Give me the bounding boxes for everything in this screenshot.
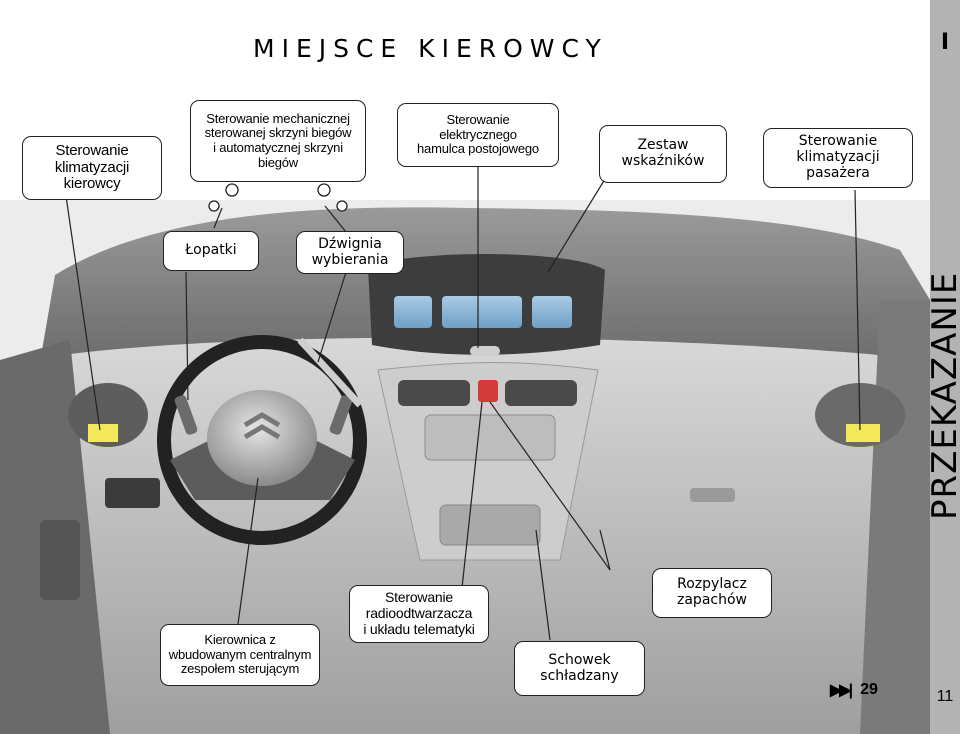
storage-lid — [439, 504, 541, 546]
label-gearbox: Sterowanie mechanicznej sterowanej skrzy… — [190, 100, 366, 182]
center-vent-left — [398, 380, 470, 406]
display-center — [442, 296, 522, 328]
bubble-dot — [317, 183, 331, 197]
display-right — [532, 296, 572, 328]
center-vent-right — [505, 380, 577, 406]
section-name: PRZEKAZANIE — [925, 272, 960, 520]
radio-panel — [424, 414, 556, 461]
label-paddles: Łopatki — [163, 231, 259, 271]
leader-fragrance-a — [489, 401, 611, 571]
label-steering-wheel: Kierownica z wbudowanym centralnym zespo… — [160, 624, 320, 686]
reference-page: 29 — [860, 681, 878, 698]
page-reference[interactable]: ▶▶| 29 — [830, 680, 878, 700]
fast-forward-icon: ▶▶| — [830, 682, 853, 699]
label-passenger-climate: Sterowanie klimatyzacji pasażera — [763, 128, 913, 188]
bubble-dot — [208, 200, 220, 212]
label-radio: Sterowanie radioodtwarzacza i układu tel… — [349, 585, 489, 643]
leader-paddles — [185, 271, 189, 401]
page-number: 11 — [936, 688, 954, 705]
section-mark: I — [940, 30, 950, 55]
right-paddle — [329, 395, 353, 435]
dashboard-illustration — [0, 165, 930, 734]
right-vent-indicator — [846, 424, 880, 442]
page-title: MIEJSCE KIEROWCY — [253, 34, 608, 63]
leader-steering-wheel — [237, 477, 259, 625]
brand-chevrons — [243, 412, 281, 440]
section-sidebar — [930, 0, 960, 734]
leader-passenger-climate — [854, 189, 861, 431]
label-parking-brake: Sterowanie elektrycznego hamulca postojo… — [397, 103, 559, 167]
label-driver-climate: Sterowanie klimatyzacji kierowcy — [22, 136, 162, 200]
leader-radio — [461, 401, 483, 589]
leader-fragrance-b — [599, 529, 611, 571]
center-console — [377, 362, 599, 561]
label-fragrance: Rozpylacz zapachów — [652, 568, 772, 618]
door-switch-panel — [105, 478, 160, 508]
leader-gearbox-r — [324, 205, 347, 233]
steering-wheel-rim — [157, 335, 367, 545]
leader-gearbox-l — [213, 207, 223, 229]
label-selector-lever: Dźwignia wybierania — [296, 231, 404, 274]
leader-cooled-storage — [535, 529, 551, 641]
glovebox-handle — [690, 488, 735, 502]
label-instrument-panel: Zestaw wskaźników — [599, 125, 727, 183]
leader-instrument-panel — [547, 165, 614, 273]
left-paddle — [174, 395, 198, 435]
label-cooled-storage: Schowek schładzany — [514, 641, 645, 696]
steering-hub — [207, 390, 317, 486]
left-vent-indicator — [88, 424, 118, 442]
selector-lever — [297, 337, 363, 408]
leader-selector — [317, 271, 347, 363]
bubble-dot — [225, 183, 239, 197]
door-pocket — [40, 520, 80, 600]
leader-driver-climate — [65, 195, 101, 431]
bubble-dot — [336, 200, 348, 212]
hazard-button — [478, 380, 498, 402]
display-left — [394, 296, 432, 328]
binnacle-knob — [470, 346, 500, 356]
